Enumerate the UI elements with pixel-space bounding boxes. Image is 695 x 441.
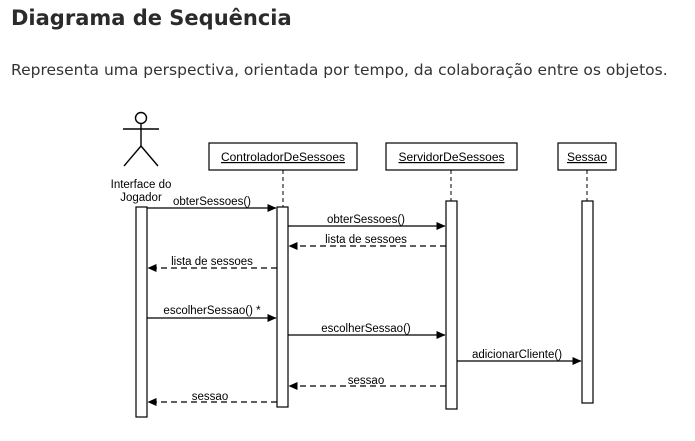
object-servidor: ServidorDeSessoes (385, 142, 518, 171)
object-servidor-label: ServidorDeSessoes (398, 150, 504, 164)
activation-servidor (445, 200, 458, 410)
page-description: Representa uma perspectiva, orientada po… (11, 61, 668, 79)
message-label-8: sessao (348, 375, 384, 387)
actor-label-line2: Jogador (120, 192, 162, 204)
object-controlador: ControladorDeSessoes (208, 142, 358, 171)
message-label-1: obterSessoes() (173, 196, 251, 208)
page-title: Diagrama de Sequência (11, 6, 292, 30)
message-label-6: escolherSessao() (321, 323, 411, 335)
message-label-5: escolherSessao() * (163, 305, 261, 317)
actor-figure-icon (123, 111, 159, 167)
object-sessao: Sessao (557, 142, 617, 171)
object-controlador-label: ControladorDeSessoes (221, 150, 345, 164)
message-label-9: sessao (192, 391, 228, 403)
message-label-3: lista de sessoes (325, 234, 407, 246)
message-label-2: obterSessoes() (327, 214, 405, 226)
object-sessao-label: Sessao (567, 150, 607, 164)
activation-controlador (276, 206, 289, 408)
message-label-4: lista de sessoes (171, 256, 253, 268)
actor-label-line1: Interface do (111, 179, 172, 191)
activation-sessao (581, 200, 594, 404)
activation-actor (135, 206, 148, 418)
message-label-7: adicionarCliente() (472, 349, 562, 361)
